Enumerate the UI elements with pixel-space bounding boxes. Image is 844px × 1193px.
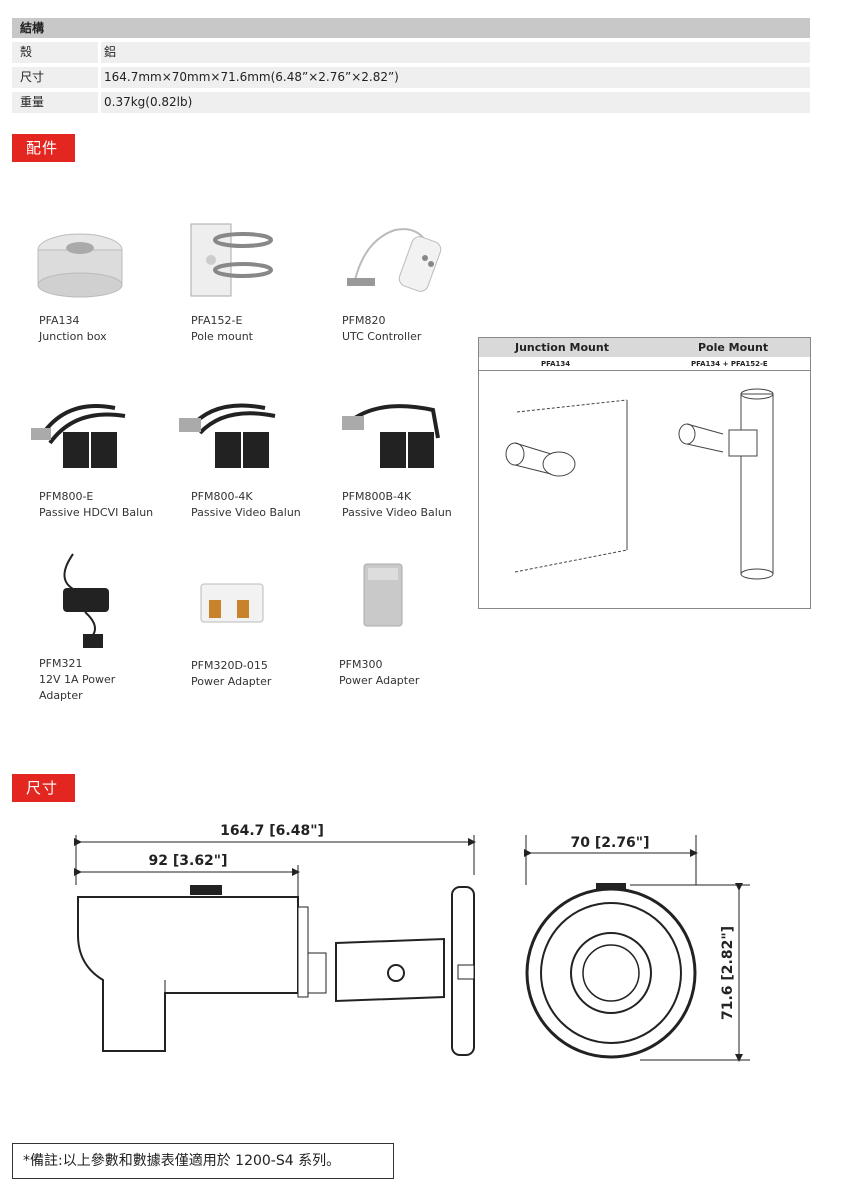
spec-label: 殼: [20, 45, 33, 59]
section-tag-accessories: 配件: [12, 134, 75, 162]
multi-power-adapter-image: [200, 583, 264, 623]
spec-table-header: 結構: [12, 18, 810, 38]
mount-header: Junction Mount Pole Mount: [479, 338, 810, 357]
utc-controller-image: [347, 228, 442, 292]
pole-mount-title: Pole Mount: [698, 341, 769, 354]
mount-subheader: PFA134 PFA134 + PFA152-E: [479, 357, 810, 371]
dim-width: 70 [2.76"]: [571, 835, 650, 851]
accessory-item: PFM321 12V 1A Power Adapter: [39, 656, 115, 704]
accessory-item: PFA134 Junction box: [39, 313, 107, 345]
pole-mount-model: PFA134 + PFA152-E: [691, 360, 768, 368]
accessory-desc-line2: Adapter: [39, 689, 83, 702]
spec-row-dimensions: 尺寸 164.7mm×70mm×71.6mm(6.48”×2.76”×2.82”…: [12, 67, 810, 88]
accessory-desc: Power Adapter: [339, 674, 420, 687]
accessory-desc: Pole mount: [191, 330, 253, 343]
spec-row-housing: 殼 鋁: [12, 42, 810, 63]
dim-total-length: 164.7 [6.48"]: [220, 823, 324, 839]
accessory-model: PFM321: [39, 657, 83, 670]
accessory-item: PFM300 Power Adapter: [339, 657, 419, 689]
power-adapter-box-image: [363, 563, 403, 627]
accessory-model: PFM320D-015: [191, 659, 268, 672]
spec-value: 164.7mm×70mm×71.6mm(6.48”×2.76”×2.82”): [104, 70, 399, 84]
accessory-item: PFM800-E Passive HDCVI Balun: [39, 489, 153, 521]
footnote: *備註:以上參數和數據表僅適用於 1200-S4 系列。: [12, 1143, 394, 1179]
mount-diagram-box: Junction Mount Pole Mount PFA134 PFA134 …: [478, 337, 811, 609]
accessory-desc: Passive Video Balun: [191, 506, 301, 519]
accessory-model: PFM800-E: [39, 490, 94, 503]
accessory-item: PFA152-E Pole mount: [191, 313, 253, 345]
accessory-desc: Power Adapter: [191, 675, 272, 688]
junction-mount-model: PFA134: [541, 360, 571, 368]
junction-mount-title: Junction Mount: [515, 341, 609, 354]
accessory-model: PFM820: [342, 314, 386, 327]
power-adapter-image: [63, 553, 109, 648]
mount-drawings: [505, 388, 774, 580]
balun-image: [31, 404, 126, 468]
accessory-desc: UTC Controller: [342, 330, 422, 343]
dim-height: 71.6 [2.82"]: [720, 926, 736, 1020]
balun-4k-image: [179, 403, 276, 468]
spec-row-weight: 重量 0.37kg(0.82lb): [12, 92, 810, 113]
dimension-drawing: 164.7 [6.48"] 92 [3.62"] 70 [2.76"] 71.6…: [74, 823, 750, 1062]
accessory-model: PFM300: [339, 658, 383, 671]
accessory-model: PFM800-4K: [191, 490, 253, 503]
junction-box-image: [37, 233, 123, 298]
accessory-model: PFM800B-4K: [342, 490, 412, 503]
accessory-item: PFM800B-4K Passive Video Balun: [342, 489, 452, 521]
accessory-model: PFA152-E: [191, 314, 243, 327]
dim-body-length: 92 [3.62"]: [149, 853, 228, 869]
accessory-model: PFA134: [39, 314, 80, 327]
accessory-desc: Passive HDCVI Balun: [39, 506, 154, 519]
accessory-item: PFM820 UTC Controller: [342, 313, 421, 345]
spec-value: 0.37kg(0.82lb): [104, 95, 193, 109]
accessory-desc: 12V 1A Power: [39, 673, 116, 686]
spec-label: 尺寸: [20, 70, 45, 84]
accessory-desc: Passive Video Balun: [342, 506, 452, 519]
spec-label: 重量: [20, 95, 45, 109]
section-tag-dimensions: 尺寸: [12, 774, 75, 802]
pole-mount-image: [190, 223, 273, 297]
spec-value: 鋁: [104, 45, 117, 59]
accessory-item: PFM800-4K Passive Video Balun: [191, 489, 301, 521]
accessory-item: PFM320D-015 Power Adapter: [191, 658, 271, 690]
accessory-desc: Junction box: [39, 330, 107, 343]
balun-b4k-image: [342, 404, 440, 468]
